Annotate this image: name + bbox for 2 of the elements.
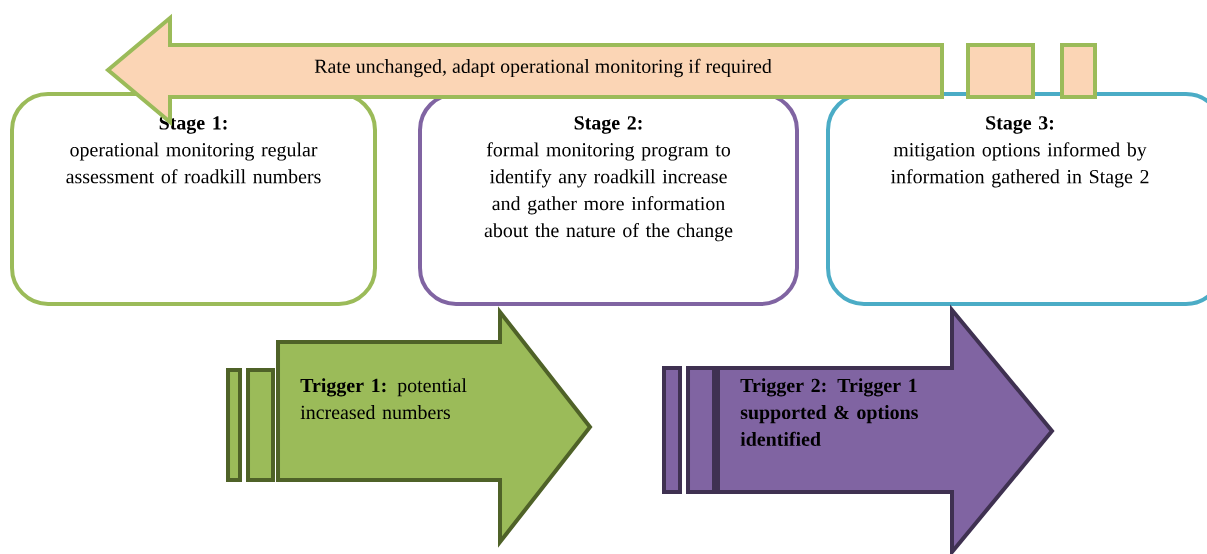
stage-box: Stage 2: formal monitoring program to identify any roadkill increase and gather more information about the nature of the change xyxy=(418,92,799,306)
stage-box: Stage 3: mitigation options informed by information gathered in Stage 2 xyxy=(826,92,1207,306)
